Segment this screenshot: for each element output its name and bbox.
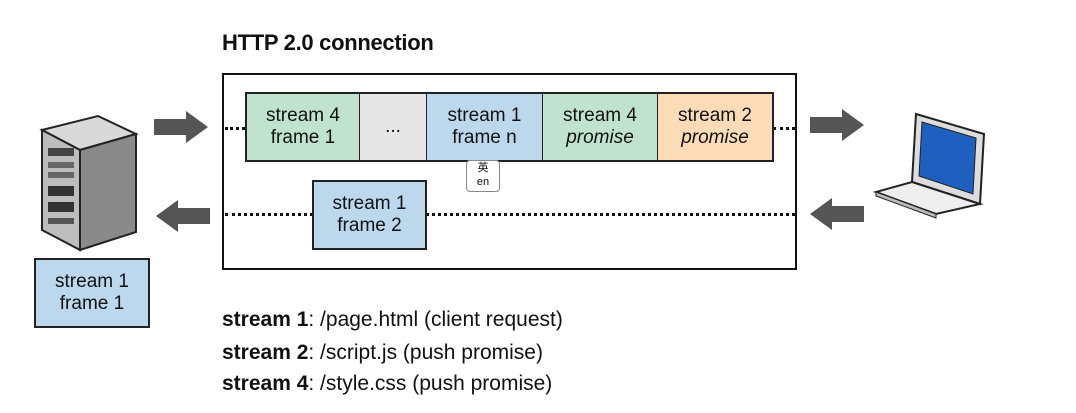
frame-line2: promise [681, 127, 749, 148]
frame-line2: frame n [452, 127, 517, 148]
frame-line1: stream 4 [266, 105, 340, 126]
legend-label: stream 2 [222, 341, 309, 364]
translate-icon[interactable]: 英 en [466, 160, 500, 192]
outbound-dotted-line-left [225, 127, 245, 130]
frame-line1: stream 1 [332, 193, 407, 214]
legend-item: stream 1: /page.html (client request) [222, 308, 563, 332]
diagram-title: HTTP 2.0 connection [222, 30, 434, 55]
inbound-dotted-line-right [426, 213, 795, 216]
legend-text: : /style.css (push promise) [308, 372, 553, 395]
frame-line1: stream 4 [563, 105, 637, 126]
legend-item: stream 2: /script.js (push promise) [222, 341, 543, 365]
outbound-dotted-line-right [773, 127, 795, 130]
legend-item: stream 4: /style.css (push promise) [222, 372, 552, 396]
arrow-left-icon [810, 198, 864, 230]
frame-line1: stream 2 [678, 105, 752, 126]
http2-connection-box [222, 73, 797, 270]
arrow-right-icon [810, 109, 864, 141]
translate-icon-bottom: en [476, 176, 490, 188]
legend-label: stream 1 [222, 308, 309, 331]
frame-line2: frame 1 [270, 127, 336, 148]
frame-line2: frame 1 [59, 293, 125, 314]
translate-icon-top: 英 [477, 162, 489, 174]
frame-line1: stream 1 [447, 105, 522, 126]
frame-line1: ... [385, 116, 401, 137]
arrow-left-icon [156, 200, 210, 232]
frame-line2: promise [566, 127, 634, 148]
server-frame: stream 1 frame 1 [34, 258, 150, 328]
arrow-right-icon [154, 111, 208, 143]
legend-label: stream 4 [222, 372, 309, 395]
legend-text: : /script.js (push promise) [308, 341, 543, 364]
legend-text: : /page.html (client request) [308, 308, 563, 331]
laptop-icon [872, 112, 986, 219]
server-icon [39, 114, 139, 252]
inbound-dotted-line-left [225, 213, 313, 216]
inbound-frame: stream 1 frame 2 [312, 180, 427, 250]
frame-line1: stream 1 [55, 271, 129, 292]
frame-line2: frame 2 [337, 215, 402, 236]
outbound-frame: ... [360, 92, 428, 162]
